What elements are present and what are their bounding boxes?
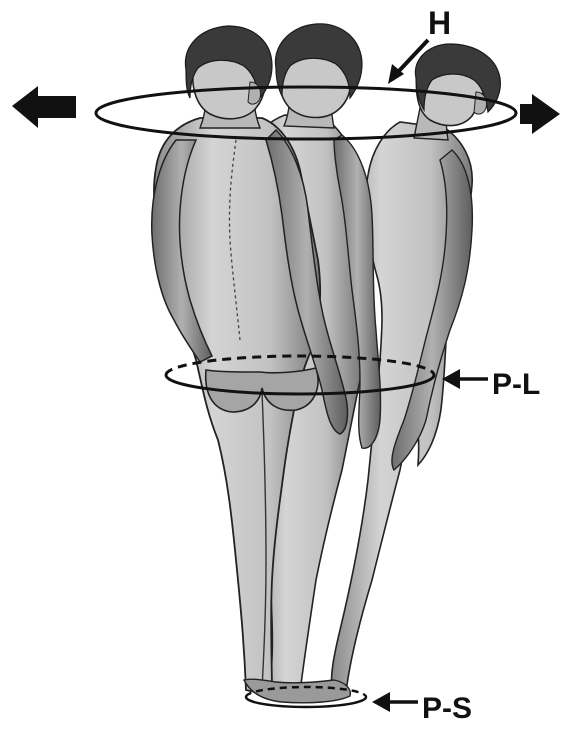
foot-plane-label: P-S	[422, 692, 472, 725]
head-plane-label: H	[428, 5, 451, 41]
pelvis-plane-label: P-L	[492, 368, 540, 401]
foot-plane-marker: P-S	[372, 692, 472, 725]
right-arrow-icon	[520, 94, 560, 134]
left-arrow-icon	[12, 86, 76, 128]
pelvis-plane-marker: P-L	[442, 368, 540, 401]
foot-pointer-arrowhead-icon	[372, 692, 390, 712]
